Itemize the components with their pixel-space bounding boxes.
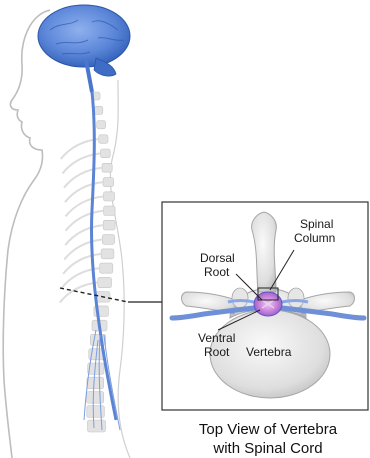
- vertebra-side: [101, 249, 114, 259]
- vertebra-side: [102, 163, 112, 172]
- label-dorsal-root-line2: Root: [204, 265, 230, 279]
- vertebra-side: [99, 135, 108, 144]
- vertebra-side: [87, 406, 105, 418]
- label-spinal-column-line2: Column: [294, 231, 335, 245]
- vertebra-side: [101, 149, 111, 158]
- vertebra-side: [94, 106, 102, 114]
- vertebra-side: [104, 192, 115, 201]
- vertebra-side: [98, 277, 112, 287]
- vertebra-side: [104, 206, 116, 215]
- vertebra-side: [97, 121, 106, 129]
- vertebra-side: [102, 235, 114, 245]
- rib: [65, 182, 103, 202]
- rib: [66, 196, 104, 216]
- caption-line-1: Top View of Vertebra: [168, 420, 368, 439]
- rib: [63, 254, 101, 274]
- vertebra-side: [100, 263, 113, 273]
- label-spinal-column-line1: Spinal: [300, 217, 333, 231]
- brain: [38, 5, 130, 92]
- label-ventral-root-line2: Root: [204, 345, 230, 359]
- vertebra-side: [103, 220, 115, 230]
- label-dorsal-root-line1: Dorsal: [200, 251, 235, 265]
- rib: [65, 225, 103, 245]
- label-vertebra: Vertebra: [246, 345, 292, 359]
- label-ventral-root-line1: Ventral: [198, 331, 235, 345]
- rib: [60, 283, 98, 303]
- rib: [64, 168, 102, 188]
- rib: [66, 211, 104, 231]
- spinal-cord-cross-section: [254, 288, 282, 316]
- vertebra-side: [88, 420, 106, 432]
- vertebra-side: [87, 377, 104, 389]
- caption-line-2: with Spinal Cord: [168, 439, 368, 458]
- vertebra-side: [103, 178, 114, 187]
- body-outline: [3, 10, 50, 458]
- vertebra-side: [87, 392, 104, 404]
- rib: [64, 239, 102, 259]
